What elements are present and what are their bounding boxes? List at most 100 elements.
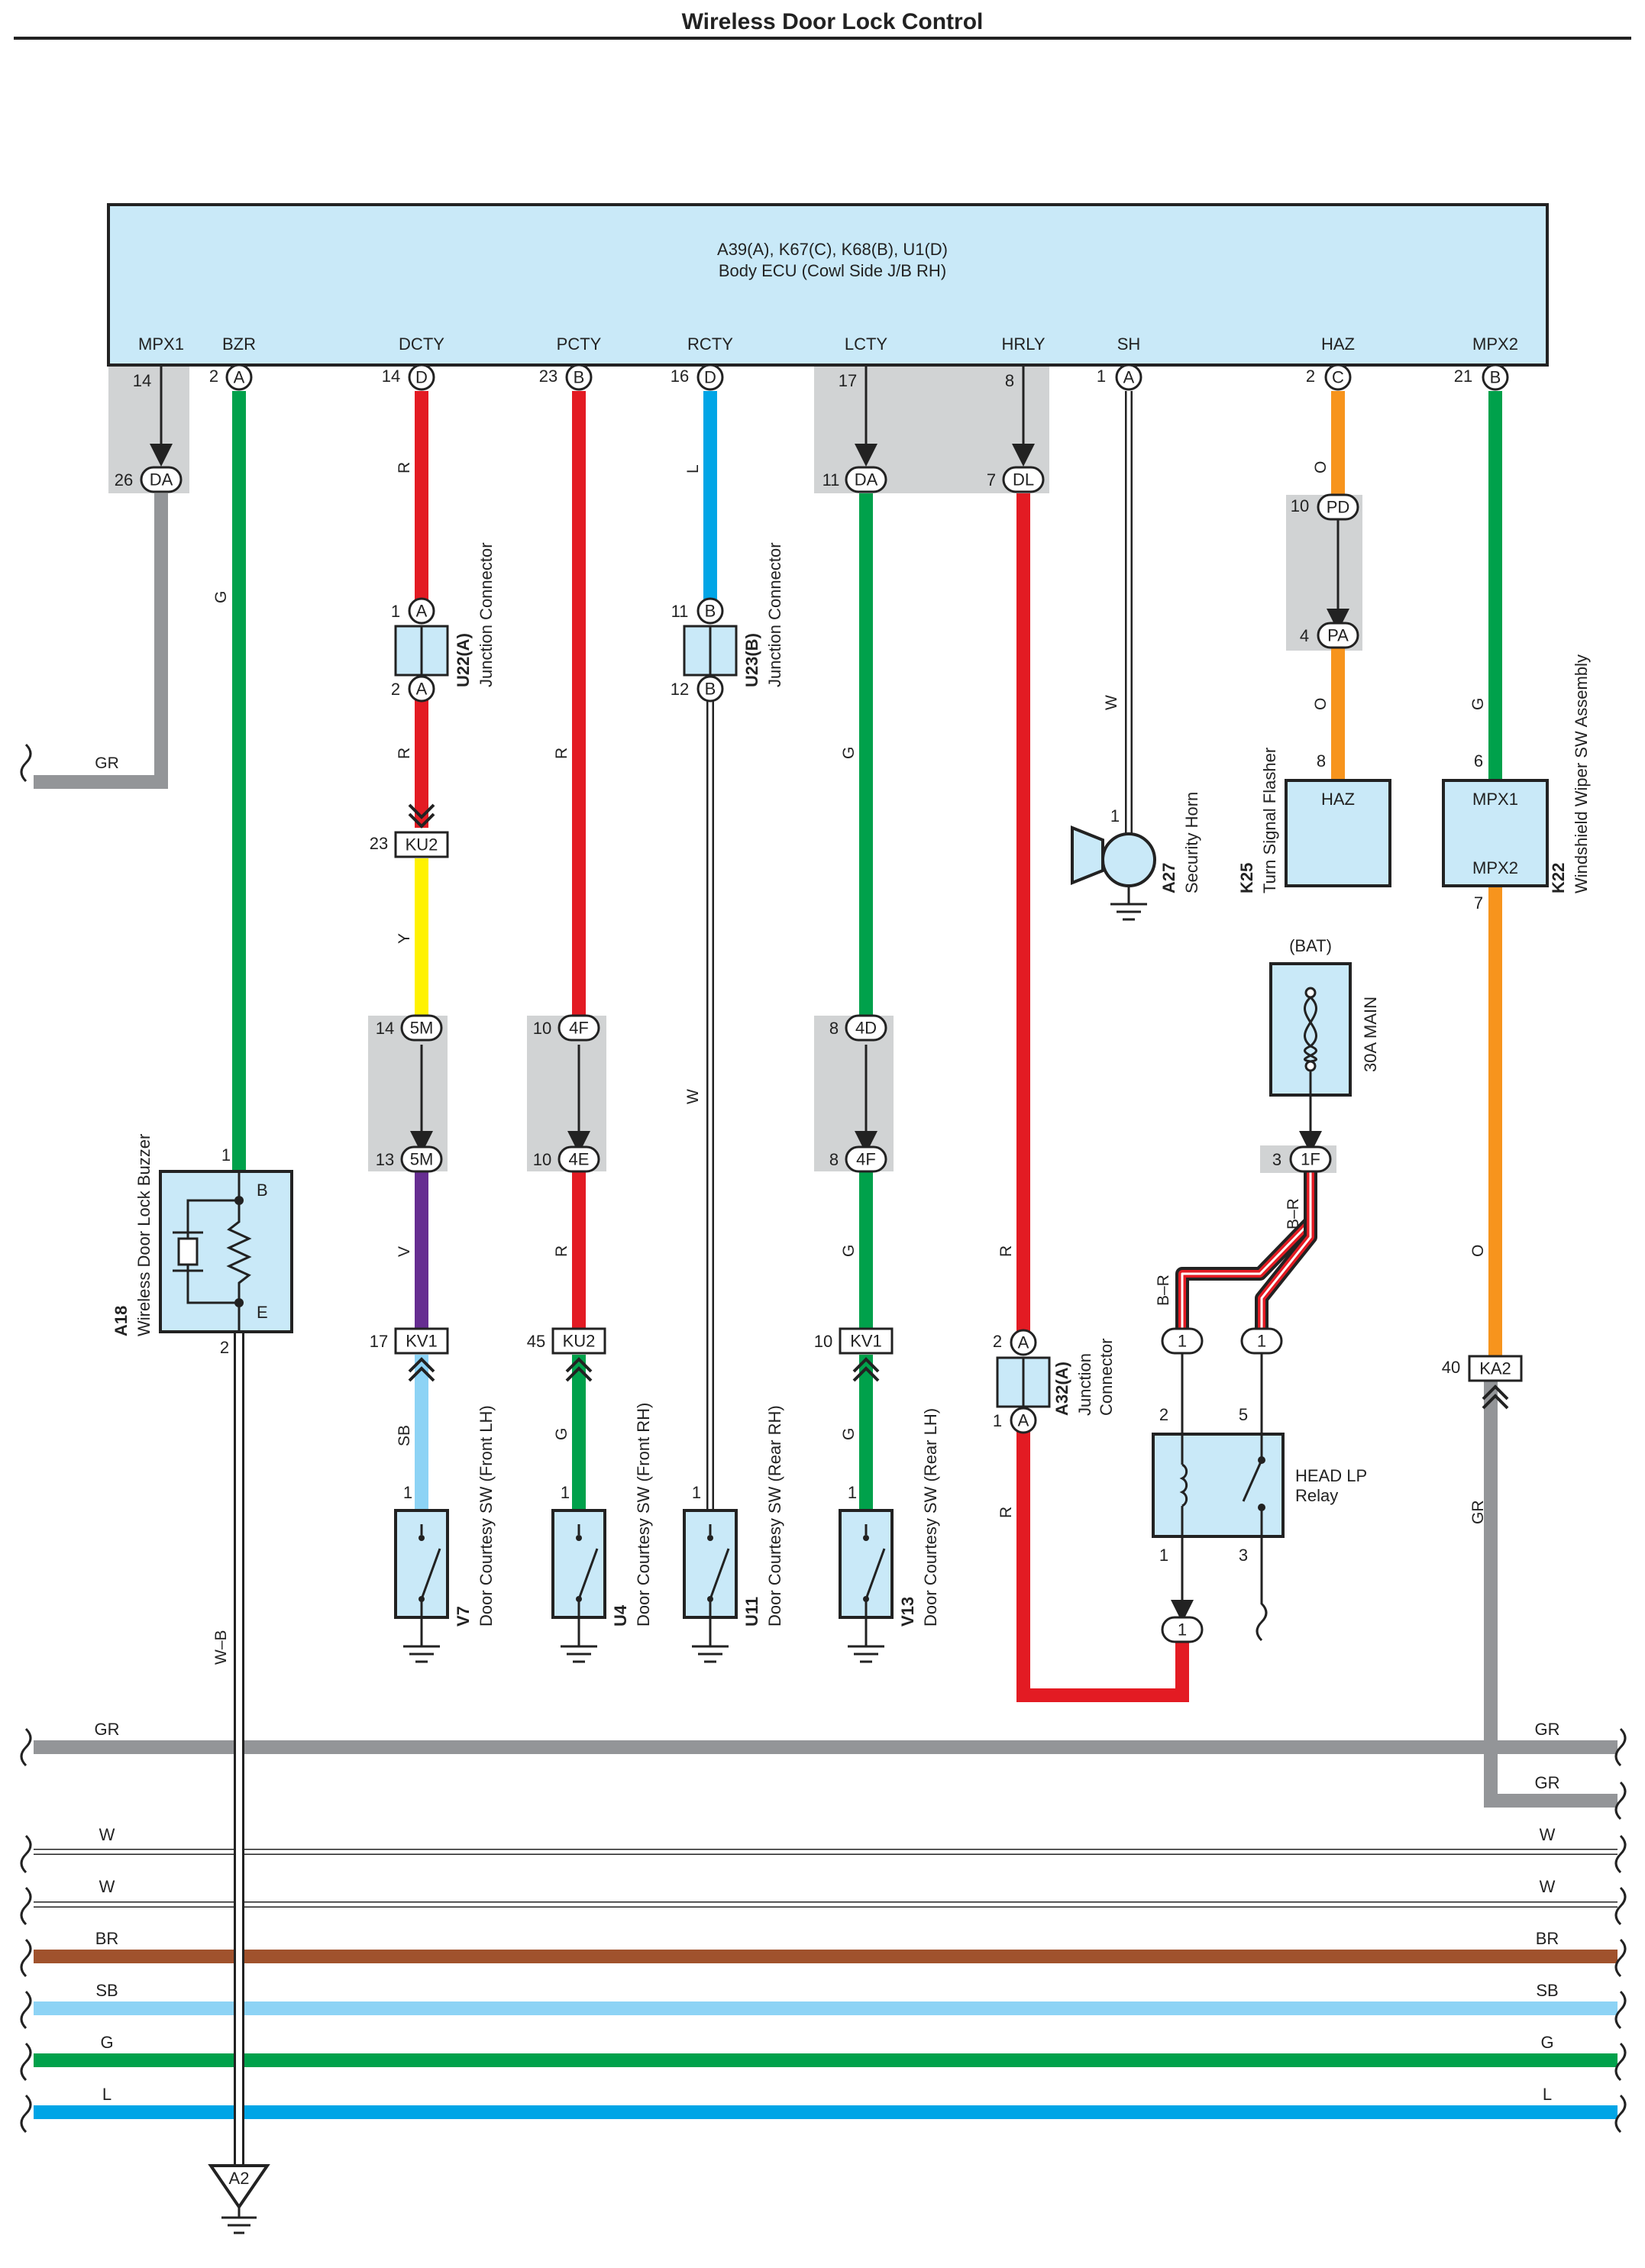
- svg-text:1: 1: [848, 1483, 857, 1502]
- bus-breaks: [20, 743, 1627, 2134]
- svg-text:R: R: [553, 748, 570, 759]
- relay-name-2: Relay: [1295, 1486, 1338, 1505]
- svg-text:5: 5: [1239, 1405, 1248, 1424]
- terminal-dcty: DCTY: [399, 334, 444, 354]
- pin-dcty: 14: [382, 367, 400, 386]
- svg-text:O: O: [1312, 698, 1330, 710]
- svg-text:G: G: [840, 1428, 858, 1440]
- connector-4e-10: 10 4E: [533, 1145, 600, 1173]
- svg-text:4E: 4E: [569, 1150, 590, 1169]
- bus-label-g-right: G: [1540, 2033, 1553, 2052]
- svg-text:10: 10: [533, 1150, 551, 1169]
- a27-name: Security Horn: [1182, 792, 1201, 893]
- k22-label-2: MPX2: [1472, 858, 1518, 877]
- svg-text:G: G: [1469, 698, 1487, 710]
- svg-text:A: A: [1018, 1411, 1029, 1430]
- svg-text:1: 1: [1110, 806, 1120, 825]
- pin-hrly: 8: [1005, 371, 1014, 390]
- svg-text:8: 8: [1317, 751, 1326, 771]
- svg-text:1: 1: [1159, 1546, 1168, 1565]
- svg-text:2: 2: [993, 1332, 1002, 1351]
- bus-label-gr2-right: GR: [1535, 1773, 1560, 1792]
- u23-code: U23(B): [742, 633, 761, 687]
- svg-text:A: A: [1018, 1333, 1029, 1352]
- terminal-sh: SH: [1117, 334, 1141, 354]
- svg-text:10: 10: [814, 1332, 832, 1351]
- junction-u22: 1 A 2 A U22(A) Junction Connector: [391, 542, 496, 703]
- connector-4f-8: 8 4F: [829, 1145, 887, 1173]
- svg-text:KU2: KU2: [563, 1332, 596, 1351]
- svg-text:1: 1: [692, 1483, 701, 1502]
- svg-text:PA: PA: [1327, 626, 1349, 645]
- terminal-mpx1: MPX1: [138, 334, 184, 354]
- v13-name: Door Courtesy SW (Rear LH): [921, 1408, 940, 1627]
- door-switch-v13: 1 V13 Door Courtesy SW (Rear LH): [839, 1408, 940, 1663]
- svg-text:KU2: KU2: [406, 835, 438, 855]
- svg-text:4F: 4F: [856, 1150, 876, 1169]
- gray-zones: [108, 365, 1362, 1173]
- svg-text:D: D: [704, 368, 716, 387]
- svg-text:23: 23: [370, 834, 388, 853]
- arrows: [150, 365, 1349, 1623]
- bus-label-l-right: L: [1543, 2085, 1552, 2104]
- svg-text:L: L: [684, 464, 702, 473]
- svg-text:11: 11: [671, 602, 689, 621]
- connector-dl-7: 7 DL: [987, 466, 1045, 493]
- svg-text:G: G: [840, 1245, 858, 1257]
- pin-mpx1: 14: [133, 371, 151, 390]
- ecu-terminal-bzr: A: [225, 363, 253, 391]
- svg-text:R: R: [997, 1245, 1015, 1257]
- pin-haz: 2: [1306, 367, 1315, 386]
- svg-text:1: 1: [561, 1483, 570, 1502]
- svg-text:14: 14: [376, 1019, 394, 1038]
- svg-text:45: 45: [527, 1332, 545, 1351]
- terminal-bzr: BZR: [222, 334, 256, 354]
- k22-label-1: MPX1: [1472, 790, 1518, 809]
- u11-name: Door Courtesy SW (Rear RH): [765, 1405, 784, 1627]
- ecu-name: Body ECU (Cowl Side J/B RH): [719, 261, 946, 280]
- connector-ku2-23: 23 KU2: [370, 803, 449, 858]
- svg-text:17: 17: [370, 1332, 388, 1351]
- bus-label-sb-left: SB: [95, 1981, 118, 2000]
- head-lp-relay: 2 5 1 3 HEAD LP Relay: [1152, 1353, 1367, 1642]
- svg-text:B: B: [705, 602, 716, 621]
- fuse-30a-main: (BAT) 30A MAIN: [1269, 936, 1380, 1097]
- connector-5m-14: 14 5M: [376, 1014, 443, 1042]
- ecu-terminal-pcty: B: [565, 363, 593, 391]
- svg-text:1: 1: [221, 1145, 231, 1165]
- svg-text:D: D: [415, 368, 428, 387]
- svg-text:DL: DL: [1013, 470, 1034, 489]
- connector-pa-4: 4 PA: [1300, 622, 1359, 649]
- svg-text:2: 2: [391, 680, 400, 699]
- svg-text:10: 10: [533, 1019, 551, 1038]
- connector-pd-10: 10 PD: [1291, 493, 1359, 521]
- wires: [34, 391, 1502, 2166]
- svg-text:1: 1: [1178, 1332, 1187, 1351]
- u11-code: U11: [742, 1597, 761, 1627]
- svg-text:3: 3: [1272, 1150, 1281, 1169]
- svg-text:W: W: [684, 1089, 702, 1104]
- junction-a32: 2 A 1 A A32(A) Junction Connector: [993, 1329, 1116, 1434]
- inline-connectors: 26 DA 11 DA 7 DL 10 PD 4 PA 14 5M 13 5M …: [115, 466, 1359, 1643]
- u22-code: U22(A): [454, 633, 473, 687]
- svg-text:C: C: [1332, 368, 1344, 387]
- svg-text:1: 1: [403, 1483, 412, 1502]
- svg-text:8: 8: [829, 1019, 839, 1038]
- svg-text:O: O: [1312, 461, 1330, 473]
- u4-code: U4: [611, 1604, 630, 1627]
- pin-sh: 1: [1097, 367, 1106, 386]
- svg-text:10: 10: [1291, 496, 1309, 515]
- ground-a2: A2: [208, 2164, 270, 2234]
- svg-text:KV1: KV1: [850, 1332, 882, 1351]
- ecu-terminal-haz: C: [1324, 363, 1352, 391]
- svg-text:R: R: [396, 462, 413, 473]
- bus-label-w1-left: W: [99, 1825, 115, 1844]
- pin-rcty: 16: [671, 367, 689, 386]
- connector-ku2-45: 45 KU2: [527, 1327, 606, 1382]
- svg-text:B: B: [1490, 368, 1501, 387]
- connector-da-26: 26 DA: [115, 466, 183, 493]
- svg-text:V: V: [396, 1246, 413, 1257]
- door-switch-u11: 1 U11 Door Courtesy SW (Rear RH): [683, 1405, 784, 1663]
- terminal-haz: HAZ: [1321, 334, 1355, 354]
